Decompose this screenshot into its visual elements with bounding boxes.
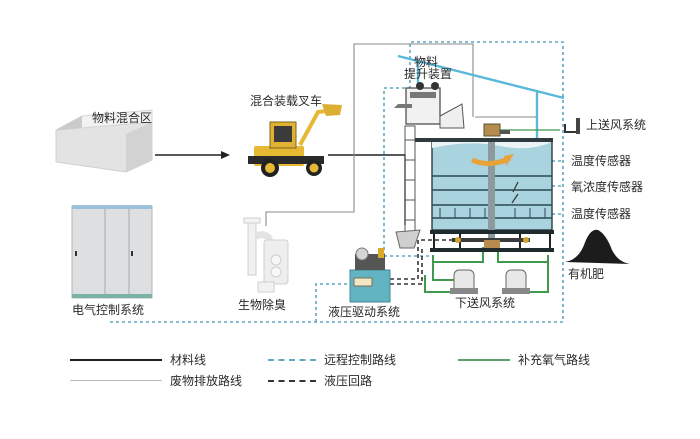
legend-label: 远程控制路线 [324,353,397,367]
legend-item-hydraulic: 液压回路 [268,372,372,389]
legend-label: 废物排放路线 [170,374,243,388]
label-organic-fertilizer: 有机肥 [568,267,605,281]
legend-swatch-hydraulic [268,379,316,382]
label-material-lift-line2: 提升装置 [404,67,453,81]
legend-swatch-material [70,358,162,361]
legend-label: 补充氧气路线 [518,353,591,367]
legend-label: 液压回路 [324,374,373,388]
hydraulic-unit-illustration [349,247,391,303]
label-hydraulic-drive: 液压驱动系统 [328,305,401,319]
upper-fan-illustration [564,118,580,134]
electrical-cabinet-illustration [71,205,153,299]
arrow-head [221,151,230,159]
remote-line-loop [110,41,564,323]
label-bio-deodorization: 生物除臭 [238,298,287,312]
legend-item-material: 材料线 [70,351,206,368]
legend-item-waste: 废物排放路线 [70,372,242,389]
fertilizer-pile-illustration [565,229,630,264]
bio-deodorizer-illustration [243,217,289,293]
material-line-loader-to-lift [328,154,406,225]
label-loader: 混合装载叉车 [250,94,323,108]
waste-line [265,43,474,226]
reactor-illustration [394,82,554,252]
hydraulic-lines [390,239,455,285]
mixing-area-illustration [55,109,153,173]
label-electrical-control: 电气控制系统 [72,303,145,317]
label-oxygen-sensor: 氧浓度传感器 [571,180,644,194]
label-mixing-area: 物料混合区 [92,111,153,125]
remote-line-hydraulic [315,283,350,322]
legend-swatch-remote [268,358,316,361]
label-temp-sensor-top: 温度传感器 [571,154,632,168]
lower-fans-illustration [450,269,530,294]
label-material-lift-line1: 物料 [414,55,439,69]
legend-swatch-waste [70,380,162,381]
label-lower-air-supply: 下送风系统 [455,296,516,310]
remote-line-left-tower [383,87,410,268]
loader-illustration [248,104,342,177]
legend-swatch-oxygen [458,358,510,361]
legend-item-remote: 远程控制路线 [268,351,396,368]
legend-item-oxygen: 补充氧气路线 [458,351,590,368]
label-upper-air-supply: 上送风系统 [586,118,647,132]
legend-label: 材料线 [170,353,207,367]
label-temp-sensor-bottom: 温度传感器 [571,207,632,221]
